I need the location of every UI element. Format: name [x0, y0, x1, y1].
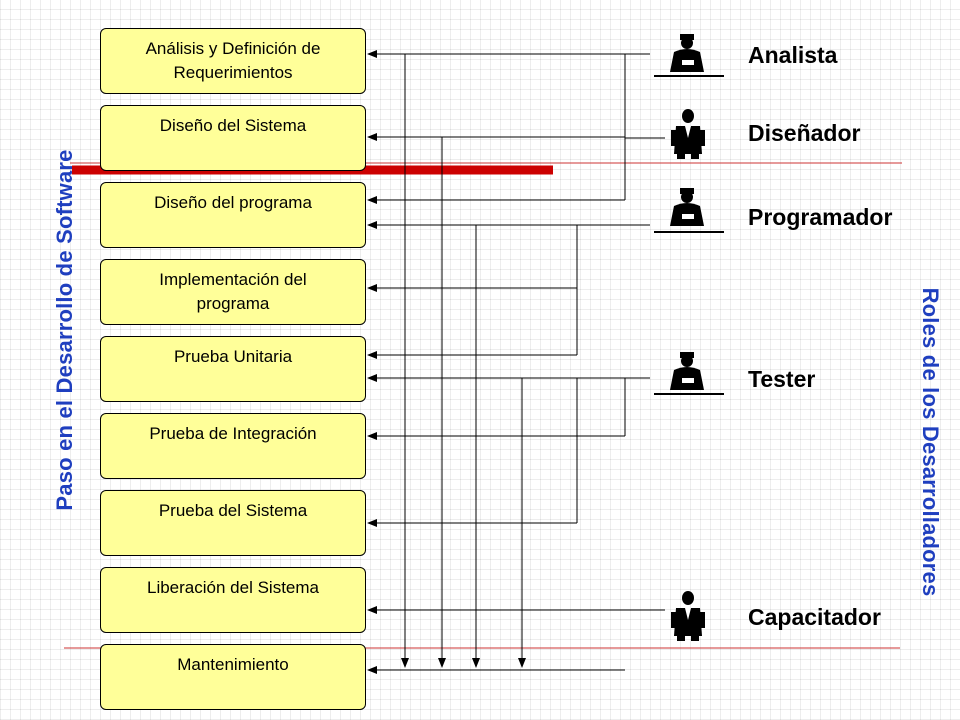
roles-title: Roles de los Desarrolladores — [918, 287, 943, 597]
person-in-suit-icon — [671, 591, 705, 641]
role-label-programador: Programador — [748, 204, 893, 230]
programador-connectors — [367, 221, 650, 668]
role-label-analista: Analista — [748, 42, 838, 68]
person-in-suit-icon — [671, 109, 705, 159]
person-at-desk-icon — [654, 352, 724, 395]
analista-connectors — [367, 50, 650, 668]
step-diseno-programa: Diseño del programa — [100, 182, 366, 248]
step-mantenimiento: Mantenimiento — [100, 644, 366, 710]
step-label: Prueba Unitaria — [173, 347, 293, 366]
step-label: Prueba de Integración — [149, 424, 317, 443]
tester-connectors — [367, 374, 650, 668]
step-label: Mantenimiento — [177, 655, 289, 674]
step-label: Implementación del — [159, 270, 307, 289]
step-label: Diseño del programa — [154, 193, 312, 212]
person-at-desk-icon — [654, 34, 724, 77]
role-label-tester: Tester — [748, 366, 816, 392]
disenador-connectors — [438, 137, 665, 668]
step-label: Liberación del Sistema — [147, 578, 319, 597]
step-diseno-sistema: Diseño del Sistema — [100, 105, 366, 171]
step-label: Análisis y Definición de — [145, 39, 321, 58]
role-label-disenador: Diseñador — [748, 120, 861, 146]
step-label: Diseño del Sistema — [159, 116, 307, 135]
step-label: programa — [196, 294, 270, 313]
step-label: Prueba del Sistema — [158, 501, 308, 520]
step-label: Requerimientos — [173, 63, 293, 82]
step-liberacion: Liberación del Sistema — [100, 567, 366, 633]
step-analisis: Análisis y Definición de Requerimientos — [100, 28, 366, 94]
role-label-capacitador: Capacitador — [748, 604, 881, 630]
step-prueba-sistema: Prueba del Sistema — [100, 490, 366, 556]
person-at-desk-icon — [654, 188, 724, 233]
steps-title: Paso en el Desarrollo de Software — [52, 149, 77, 511]
step-implementacion: Implementación del programa — [100, 259, 366, 325]
step-prueba-unitaria: Prueba Unitaria — [100, 336, 366, 402]
step-prueba-integracion: Prueba de Integración — [100, 413, 366, 479]
